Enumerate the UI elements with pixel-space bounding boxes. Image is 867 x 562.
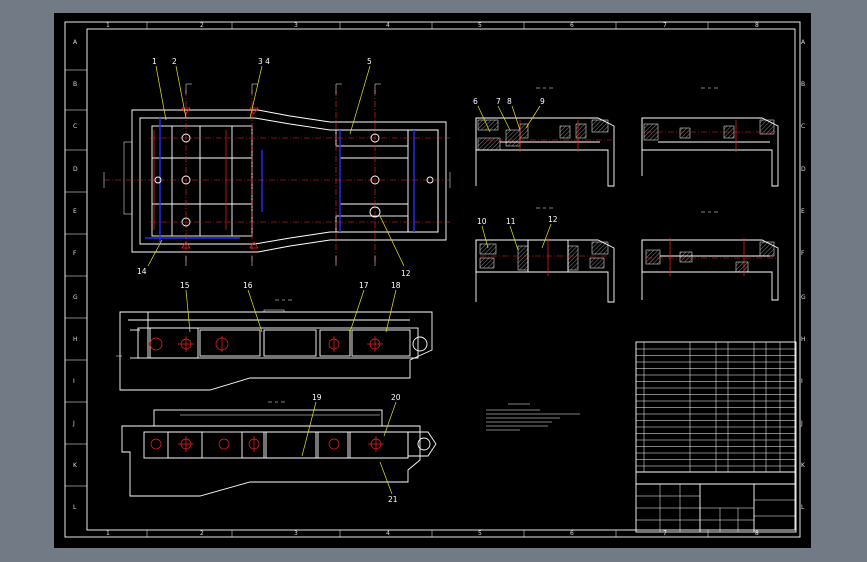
svg-text:B: B: [73, 81, 77, 88]
callout-21: 21: [388, 495, 398, 504]
svg-text:8: 8: [755, 530, 759, 537]
svg-text:C: C: [801, 123, 805, 130]
svg-text:A: A: [73, 39, 78, 46]
callout-6: 6: [473, 97, 478, 106]
svg-text:H: H: [73, 336, 78, 343]
drawing-sheet: 1 2 3 4 5 6 7 8 1 2 3 4 5 6 7 8 A B C D …: [54, 13, 811, 548]
svg-text:J: J: [72, 420, 75, 427]
zone-col-7: 7: [663, 22, 667, 29]
svg-text:3: 3: [294, 530, 298, 537]
zone-col-5: 5: [478, 22, 482, 29]
svg-text:F: F: [73, 250, 77, 257]
svg-text:6: 6: [570, 530, 574, 537]
zone-col-4: 4: [386, 22, 390, 29]
callout-20: 20: [391, 393, 401, 402]
outer-frame: [64, 21, 801, 538]
technical-notes: [486, 403, 580, 431]
callout-7: 7: [496, 97, 501, 106]
callout-14: 14: [137, 267, 147, 276]
callout-13-plan: 12: [401, 269, 411, 278]
zone-col-6: 6: [570, 22, 574, 29]
plan-view: [103, 83, 451, 266]
svg-text:L: L: [801, 504, 805, 511]
zone-col-8: 8: [755, 22, 759, 29]
side-view-upper: [116, 309, 433, 391]
callout-3-4: 3 4: [258, 57, 270, 66]
side-view-lower: [121, 409, 437, 497]
inner-frame: [86, 28, 796, 531]
zone-labels-top: 1 2 3 4 5 6 7 8: [106, 22, 759, 29]
svg-text:E: E: [801, 208, 805, 215]
callout-19: 19: [312, 393, 322, 402]
callout-17: 17: [359, 281, 369, 290]
callouts: 1 2 3 4 5 6 7 8 9 10 11 12 12 14 15 16 1…: [137, 57, 558, 504]
zone-col-1: 1: [106, 22, 110, 29]
section-b: [641, 117, 779, 187]
zone-col-2: 2: [200, 22, 204, 29]
callout-18: 18: [391, 281, 401, 290]
svg-text:C: C: [73, 123, 77, 130]
svg-text:E: E: [73, 208, 77, 215]
svg-text:7: 7: [663, 530, 667, 537]
svg-text:5: 5: [478, 530, 482, 537]
svg-text:H: H: [801, 336, 806, 343]
svg-text:D: D: [801, 166, 806, 173]
zone-col-3: 3: [294, 22, 298, 29]
svg-text:1: 1: [106, 530, 110, 537]
svg-text:L: L: [73, 504, 77, 511]
callout-15: 15: [180, 281, 190, 290]
svg-text:J: J: [800, 420, 803, 427]
zone-ticks: [65, 22, 709, 537]
callout-8: 8: [507, 97, 512, 106]
cad-drawing: 1 2 3 4 5 6 7 8 1 2 3 4 5 6 7 8 A B C D …: [64, 21, 806, 538]
svg-text:F: F: [801, 250, 805, 257]
svg-text:K: K: [801, 462, 806, 469]
svg-text:B: B: [801, 81, 805, 88]
svg-text:4: 4: [386, 530, 390, 537]
callout-2: 2: [172, 57, 177, 66]
zone-labels-right: A B C D E F G H I J K L: [800, 39, 806, 511]
callout-16: 16: [243, 281, 253, 290]
svg-text:G: G: [801, 294, 806, 301]
callout-10: 10: [477, 217, 487, 226]
section-a: [475, 117, 615, 187]
callout-9: 9: [540, 97, 545, 106]
callout-11: 11: [506, 217, 516, 226]
zone-labels-bottom: 1 2 3 4 5 6 7 8: [106, 530, 759, 537]
svg-text:G: G: [73, 294, 78, 301]
svg-text:K: K: [73, 462, 78, 469]
svg-text:I: I: [73, 378, 75, 385]
svg-text:D: D: [73, 166, 78, 173]
svg-text:2: 2: [200, 530, 204, 537]
section-c: [475, 238, 615, 303]
callout-12-section: 12: [548, 215, 558, 224]
section-title-marks: [268, 87, 718, 403]
callout-5: 5: [367, 57, 372, 66]
zone-labels-left: A B C D E F G H I J K L: [72, 39, 78, 511]
callout-1: 1: [152, 57, 157, 66]
parts-list: [635, 341, 797, 533]
leader-lines: [147, 65, 552, 495]
svg-text:A: A: [801, 39, 806, 46]
section-d: [641, 238, 779, 301]
svg-text:I: I: [801, 378, 803, 385]
